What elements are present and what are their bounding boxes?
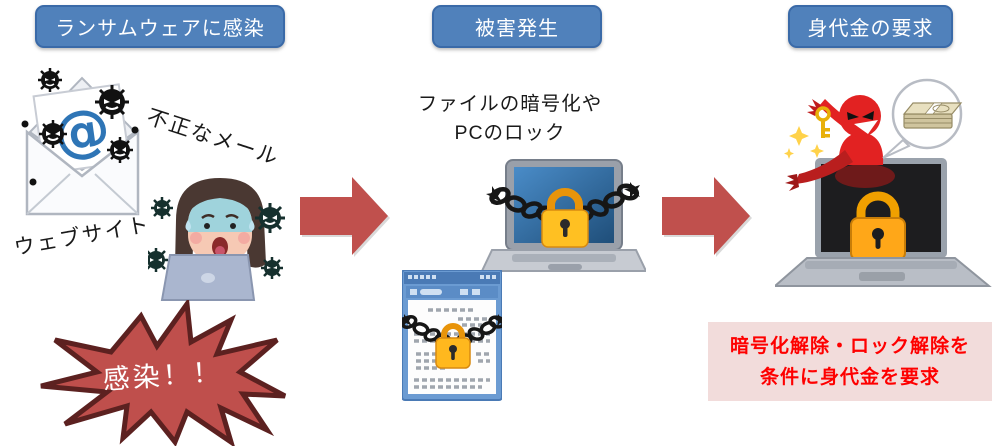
devil-figure (785, 95, 884, 191)
stage1-header: ランサムウェアに感染 (35, 5, 285, 48)
locked-laptop-icon (480, 159, 646, 272)
flow-arrow-icon (662, 177, 752, 257)
encryption-caption: ファイルの暗号化や PCのロック (390, 90, 630, 148)
encryption-caption-line2: PCのロック (454, 122, 566, 144)
locked-document-icon (402, 270, 502, 401)
sparkle-icon (784, 126, 824, 159)
padlock-icon (850, 191, 906, 261)
infected-user-icon (148, 178, 285, 301)
chain (402, 314, 502, 347)
stage2-header: 被害発生 (432, 5, 602, 48)
ransom-note-box: 暗号化解除・ロック解除を 条件に身代金を要求 (708, 322, 992, 401)
ransom-note-line1: 暗号化解除・ロック解除を (729, 335, 970, 357)
padlock-icon (435, 323, 471, 369)
money-stack-icon (902, 102, 963, 129)
flow-arrow-icon (300, 177, 390, 257)
stage3-header: 身代金の要求 (788, 5, 953, 48)
key-icon (815, 106, 831, 138)
money-bubble-icon (882, 78, 963, 159)
virus-icon (148, 197, 285, 279)
ransom-hacker-icon (775, 78, 992, 287)
ransom-note-line2: 条件に身代金を要求 (759, 366, 940, 388)
virus-icon (21, 68, 139, 186)
padlock-icon (541, 188, 589, 248)
encryption-caption-line1: ファイルの暗号化や (417, 93, 603, 115)
malicious-email-icon: @ (21, 68, 140, 216)
infection-burst-icon (40, 300, 287, 446)
malicious-email-label: 不正なメール (143, 105, 283, 171)
burst-shape (40, 300, 287, 446)
